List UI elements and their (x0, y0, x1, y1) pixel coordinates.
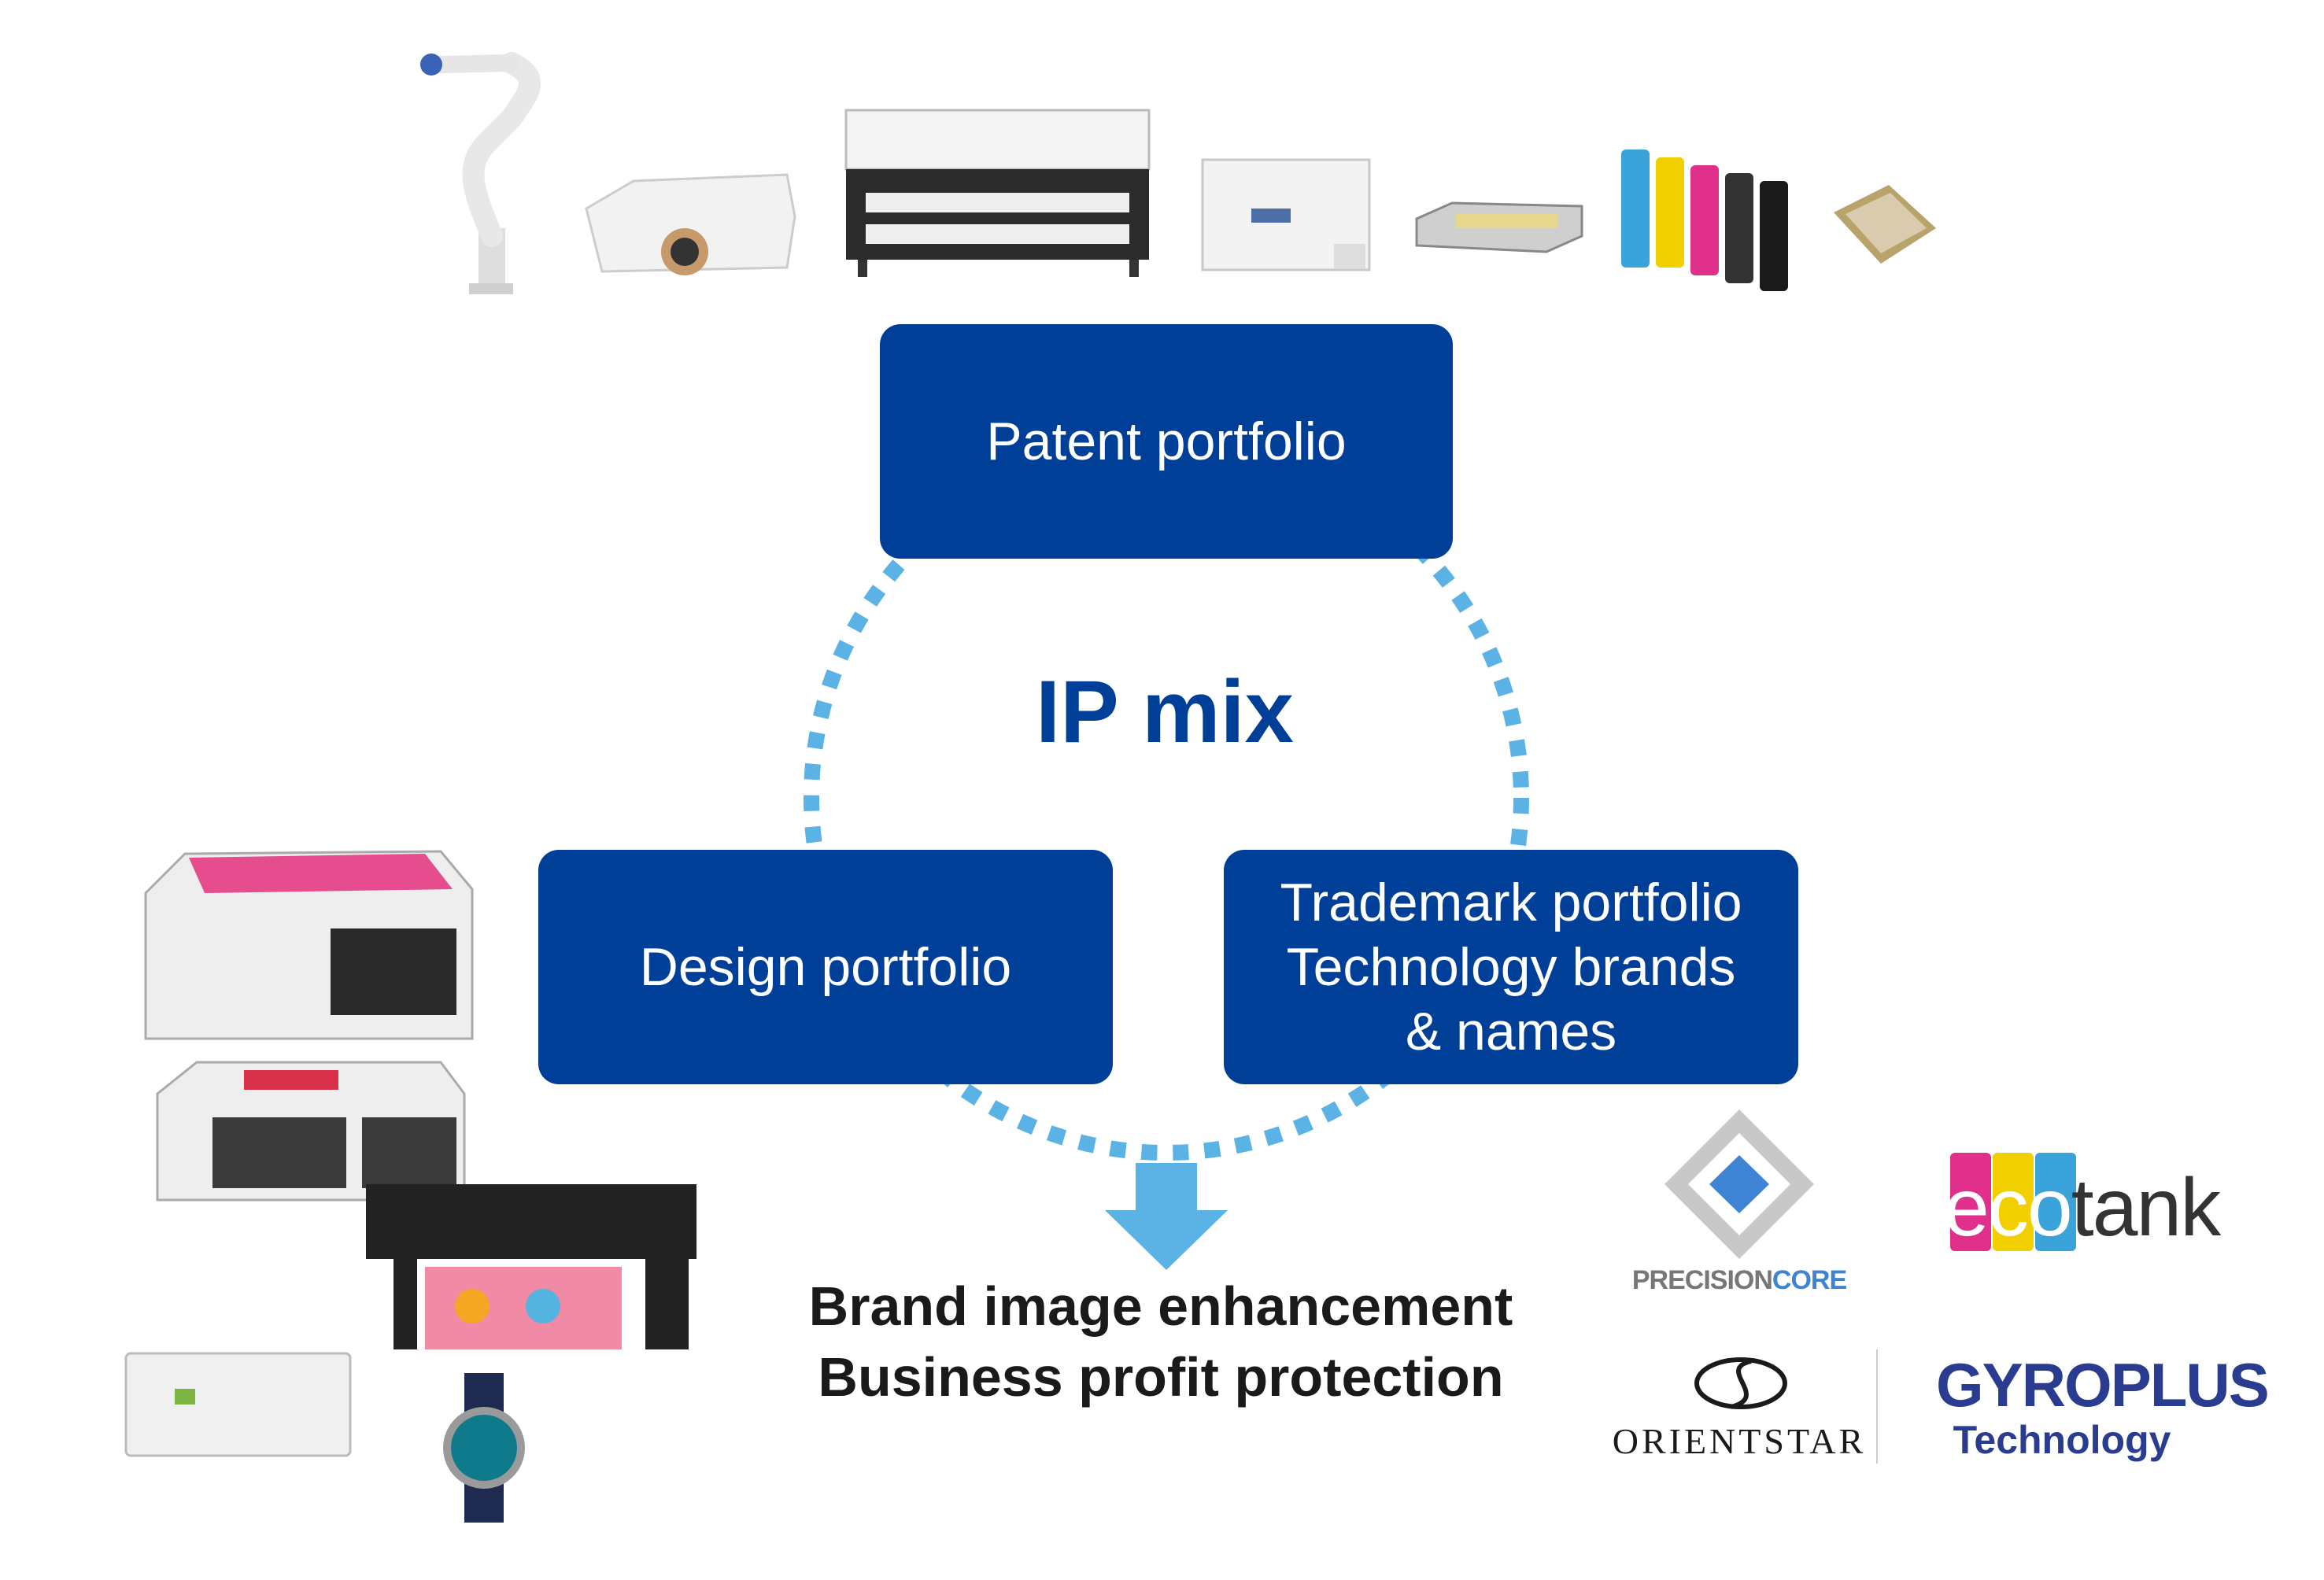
compact-printer-icon (124, 1352, 352, 1457)
design-portfolio-box: Design portfolio (538, 850, 1113, 1084)
trademark-line-3: & names (1405, 1002, 1617, 1061)
wide-format-printer-icon (366, 1184, 696, 1349)
wristwatch-icon (443, 1373, 525, 1523)
precisioncore-part1: PRECISION (1631, 1265, 1773, 1295)
robot-arm-icon (420, 52, 541, 294)
precisioncore-wordmark: PRECISIONCORE (1605, 1265, 1873, 1296)
ecotank-part1: eco (1944, 1162, 2073, 1253)
dual-roll-printer-icon (156, 1061, 466, 1202)
patent-portfolio-label: Patent portfolio (986, 412, 1347, 471)
ip-mix-label: IP mix (1036, 663, 1294, 761)
precisioncore-part2: CORE (1772, 1265, 1847, 1295)
trademark-line-2: Technology brands (1286, 937, 1736, 997)
outcome-text: Brand image enhancement Business profit … (708, 1271, 1613, 1412)
gyroplus-line-2: Technology (1953, 1418, 2171, 1462)
crystal-oscillator-icon (1834, 185, 1936, 264)
down-arrow-icon (1105, 1163, 1228, 1270)
patent-portfolio-box: Patent portfolio (880, 324, 1453, 559)
outcome-line-1: Brand image enhancement (808, 1275, 1513, 1337)
orientstar-wordmark: ORIENTSTAR (1612, 1421, 1867, 1461)
ink-bottles-icon (1621, 150, 1788, 291)
gyroplus-line-1: GYROPLUS (1936, 1350, 2270, 1419)
trademark-line-1: Trademark portfolio (1280, 873, 1742, 932)
design-portfolio-label: Design portfolio (639, 937, 1012, 997)
ink-tank-printer-icon (1201, 158, 1371, 271)
ecotank-wordmark: ecotank (1944, 1165, 2235, 1251)
large-format-printer-icon (144, 850, 474, 1040)
large-format-printer-icon (844, 109, 1151, 277)
orientstar-emblem-icon (1694, 1357, 1787, 1409)
ecotank-part2: tank (2071, 1162, 2222, 1253)
print-head-icon (1415, 201, 1583, 253)
precisioncore-logo (1664, 1109, 1814, 1259)
trademark-portfolio-box: Trademark portfolio Technology brands & … (1224, 850, 1798, 1084)
gyroplus-wordmark: GYROPLUS Technology (1936, 1350, 2270, 1462)
projector-icon (585, 173, 796, 275)
outcome-line-2: Business profit protection (818, 1346, 1504, 1408)
ecotank-logo (1950, 1153, 2076, 1251)
